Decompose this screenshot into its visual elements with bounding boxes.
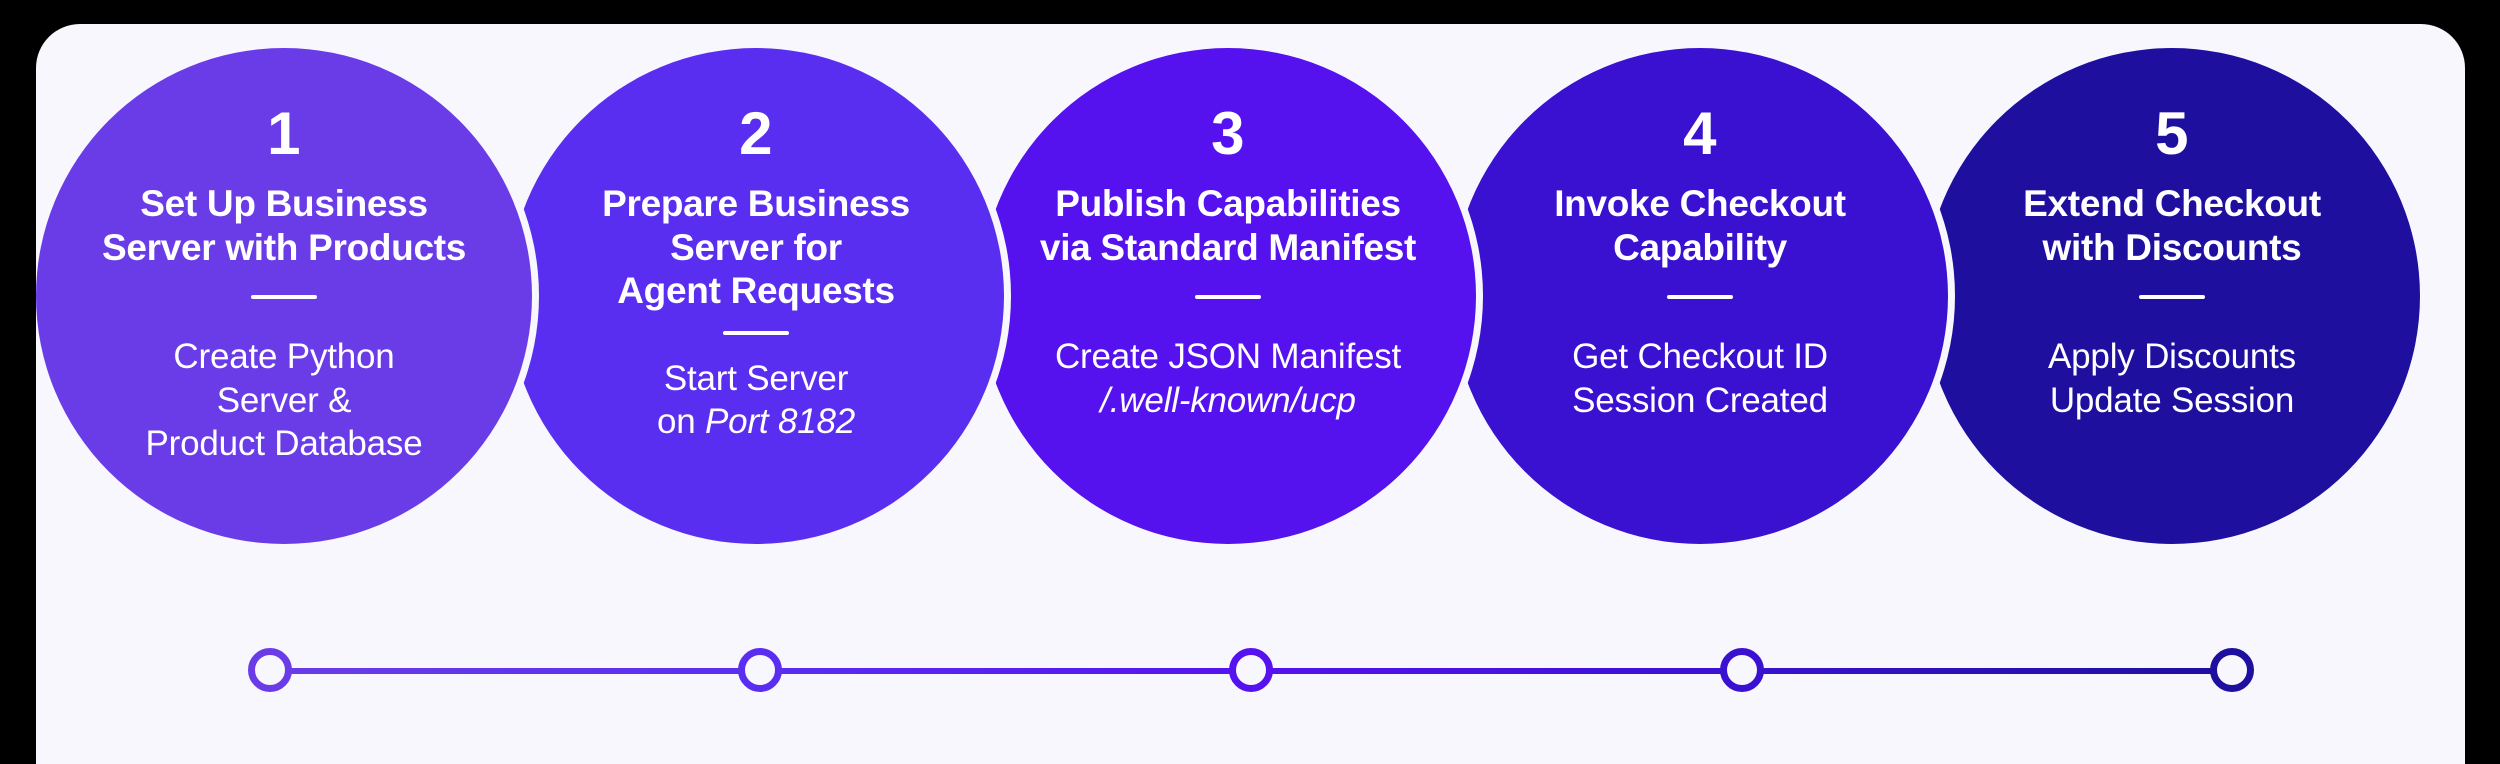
timeline-node-2[interactable] xyxy=(738,648,782,692)
step-desc-5-line-1: Apply Discounts xyxy=(2048,337,2296,377)
step-number-2: 2 xyxy=(739,100,773,167)
step-divider-2 xyxy=(723,330,789,335)
step-desc-2-line-2: on Port 8182 xyxy=(656,402,856,442)
infographic-card: 1 Set Up Business Server with Products C… xyxy=(36,24,2465,764)
step-circle-1[interactable]: 1 Set Up Business Server with Products C… xyxy=(36,48,532,544)
step-divider-4 xyxy=(1667,295,1733,300)
step-desc-4-line-1: Get Checkout ID xyxy=(1572,337,1828,377)
step-desc-2: Start Server on Port 8182 xyxy=(657,357,855,444)
step-title-5-line-2: with Discounts xyxy=(2042,226,2302,268)
step-desc-3-emphasis: /.well-known/ucp xyxy=(1100,380,1356,420)
timeline-node-1[interactable] xyxy=(248,648,292,692)
step-title-1-line-2: Server with Products xyxy=(101,226,467,268)
timeline xyxy=(36,622,2465,702)
step-title-2-line-1: Prepare Business xyxy=(602,183,910,224)
step-desc-1: Create Python Server & Product Database xyxy=(146,335,423,465)
step-desc-3-line-2: /.well-known/ucp xyxy=(1055,379,1401,422)
step-desc-3-line-1: Create JSON Manifest xyxy=(1054,337,1402,377)
step-desc-1-line-1: Create Python xyxy=(173,337,395,377)
step-circle-5[interactable]: 5 Extend Checkout with Discounts Apply D… xyxy=(1924,48,2420,544)
step-circle-4[interactable]: 4 Invoke Checkout Capability Get Checkou… xyxy=(1452,48,1948,544)
step-title-5-line-1: Extend Checkout xyxy=(2023,183,2321,224)
step-desc-3: Create JSON Manifest /.well-known/ucp xyxy=(1055,335,1401,422)
step-title-2-line-3: Agent Requests xyxy=(617,270,895,312)
timeline-node-5[interactable] xyxy=(2210,648,2254,692)
step-circle-2[interactable]: 2 Prepare Business Server for Agent Requ… xyxy=(508,48,1004,544)
step-number-1: 1 xyxy=(267,100,301,167)
step-title-5: Extend Checkout with Discounts xyxy=(2023,182,2321,269)
step-desc-5: Apply Discounts Update Session xyxy=(2048,335,2296,422)
step-number-5: 5 xyxy=(2155,100,2189,167)
step-desc-2-emphasis: Port 8182 xyxy=(705,402,856,442)
step-desc-4: Get Checkout ID Session Created xyxy=(1572,335,1828,422)
step-circle-3[interactable]: 3 Publish Capabilities via Standard Mani… xyxy=(980,48,1476,544)
step-divider-5 xyxy=(2139,295,2205,300)
step-title-3-line-1: Publish Capabilities xyxy=(1055,183,1401,224)
step-title-1: Set Up Business Server with Products xyxy=(102,182,466,269)
step-divider-3 xyxy=(1195,295,1261,300)
step-number-4: 4 xyxy=(1683,100,1717,167)
step-title-2-line-2: Server for xyxy=(670,226,842,268)
step-number-3: 3 xyxy=(1211,100,1245,167)
step-title-1-line-1: Set Up Business xyxy=(140,183,428,224)
steps-container: 1 Set Up Business Server with Products C… xyxy=(36,24,2465,764)
step-desc-4-line-2: Session Created xyxy=(1572,380,1828,420)
step-title-4-line-1: Invoke Checkout xyxy=(1554,183,1846,224)
timeline-node-3[interactable] xyxy=(1229,648,1273,692)
step-desc-2-line-1: Start Server xyxy=(663,358,849,398)
step-desc-1-line-3: Product Database xyxy=(145,424,423,464)
step-desc-5-line-2: Update Session xyxy=(2049,380,2295,420)
step-title-4-line-2: Capability xyxy=(1613,226,1787,268)
step-title-3: Publish Capabilities via Standard Manife… xyxy=(1040,182,1416,269)
step-desc-1-line-2: Server & xyxy=(216,380,352,420)
timeline-node-4[interactable] xyxy=(1720,648,1764,692)
step-title-3-line-2: via Standard Manifest xyxy=(1039,226,1417,268)
step-title-4: Invoke Checkout Capability xyxy=(1554,182,1846,269)
step-title-2: Prepare Business Server for Agent Reques… xyxy=(602,182,910,313)
step-divider-1 xyxy=(251,295,317,300)
screenshot-stage: 1 Set Up Business Server with Products C… xyxy=(36,24,2465,764)
